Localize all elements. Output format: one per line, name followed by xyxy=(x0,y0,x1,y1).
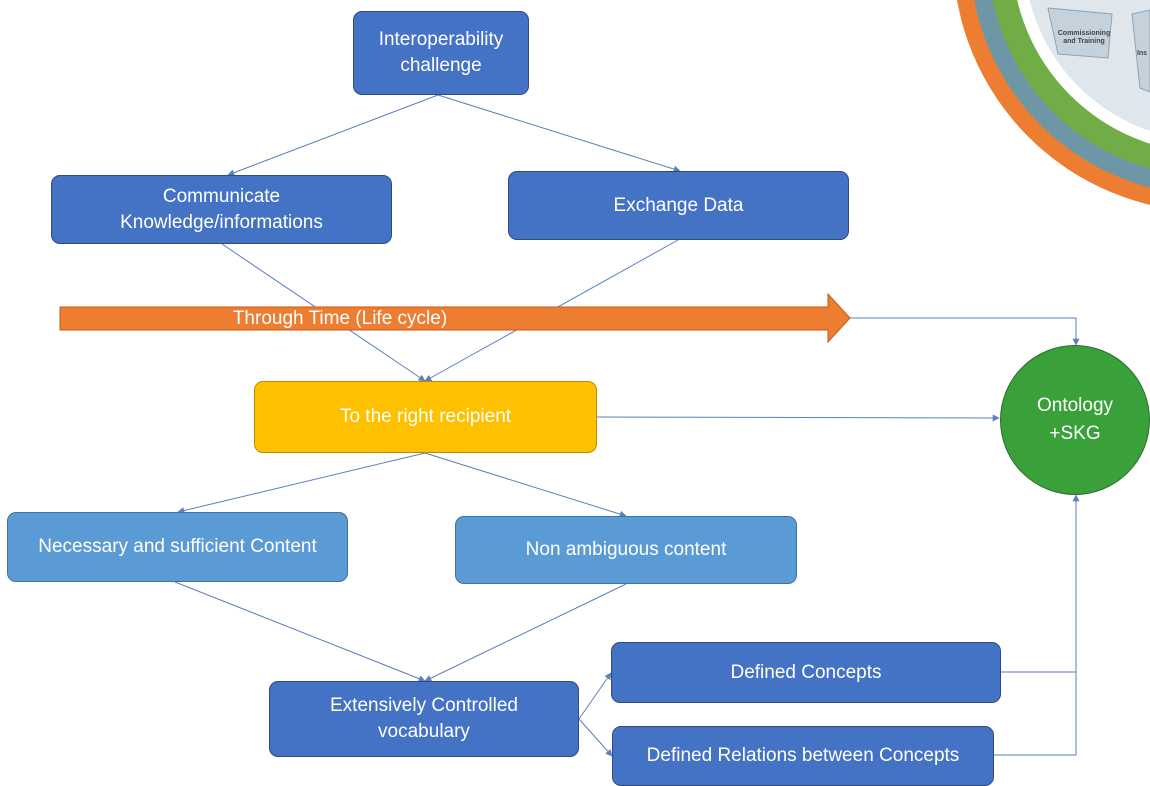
node-necessary-content[interactable]: Necessary and sufficient Content xyxy=(7,512,348,582)
connector-concepts-to-ontology xyxy=(1001,494,1080,673)
node-interoperability-challenge[interactable]: Interoperability challenge xyxy=(353,11,529,95)
timeline-label: Through Time (Life cycle) xyxy=(232,308,448,329)
node-controlled-vocabulary[interactable]: Extensively Controlled vocabulary xyxy=(269,681,579,757)
connector-recipient-to-non-ambiguous xyxy=(424,452,627,518)
node-ontology-skg[interactable]: Ontology +SKG xyxy=(1000,345,1150,495)
connector-recipient-to-ontology xyxy=(596,414,1000,422)
connector-relations-to-ontology xyxy=(994,495,1077,756)
connector-vocabulary-to-relations xyxy=(578,718,613,757)
node-interoperability-challenge-label: Interoperability challenge xyxy=(378,29,504,76)
node-communicate-knowledge-label: Communicate Knowledge/informations xyxy=(120,185,323,233)
node-communicate-knowledge[interactable]: Communicate Knowledge/informations xyxy=(51,175,392,244)
node-exchange-data[interactable]: Exchange Data xyxy=(508,171,849,240)
connector-interop-to-exchange xyxy=(437,94,681,173)
node-non-ambiguous-content[interactable]: Non ambiguous content xyxy=(455,516,797,584)
timeline-arrow xyxy=(59,292,851,344)
lifecycle-segment-cut-label: Ins xyxy=(1136,50,1148,57)
connector-non-ambiguous-to-vocabulary xyxy=(424,583,627,682)
node-controlled-vocabulary-label: Extensively Controlled vocabulary xyxy=(330,695,518,742)
node-defined-concepts[interactable]: Defined Concepts xyxy=(611,642,1001,703)
node-ontology-skg-label: Ontology +SKG xyxy=(1036,395,1114,444)
connector-interop-to-communicate xyxy=(227,94,439,177)
node-defined-concepts-label: Defined Concepts xyxy=(730,661,882,683)
node-defined-relations-label: Defined Relations between Concepts xyxy=(646,745,960,767)
connector-timeline-to-ontology xyxy=(850,317,1080,346)
node-defined-relations[interactable]: Defined Relations between Concepts xyxy=(612,726,994,786)
connector-recipient-to-necessary xyxy=(177,452,426,514)
node-right-recipient[interactable]: To the right recipient xyxy=(254,381,597,453)
lifecycle-ring-graphic xyxy=(956,0,1150,205)
lifecycle-segment-label: Commissioning and Training xyxy=(1057,30,1111,45)
node-exchange-data-label: Exchange Data xyxy=(613,194,744,216)
node-non-ambiguous-content-label: Non ambiguous content xyxy=(525,539,727,561)
connector-vocabulary-to-concepts xyxy=(578,672,612,720)
node-necessary-content-label: Necessary and sufficient Content xyxy=(38,536,317,558)
node-right-recipient-label: To the right recipient xyxy=(339,406,512,428)
connector-necessary-to-vocabulary xyxy=(174,581,426,682)
